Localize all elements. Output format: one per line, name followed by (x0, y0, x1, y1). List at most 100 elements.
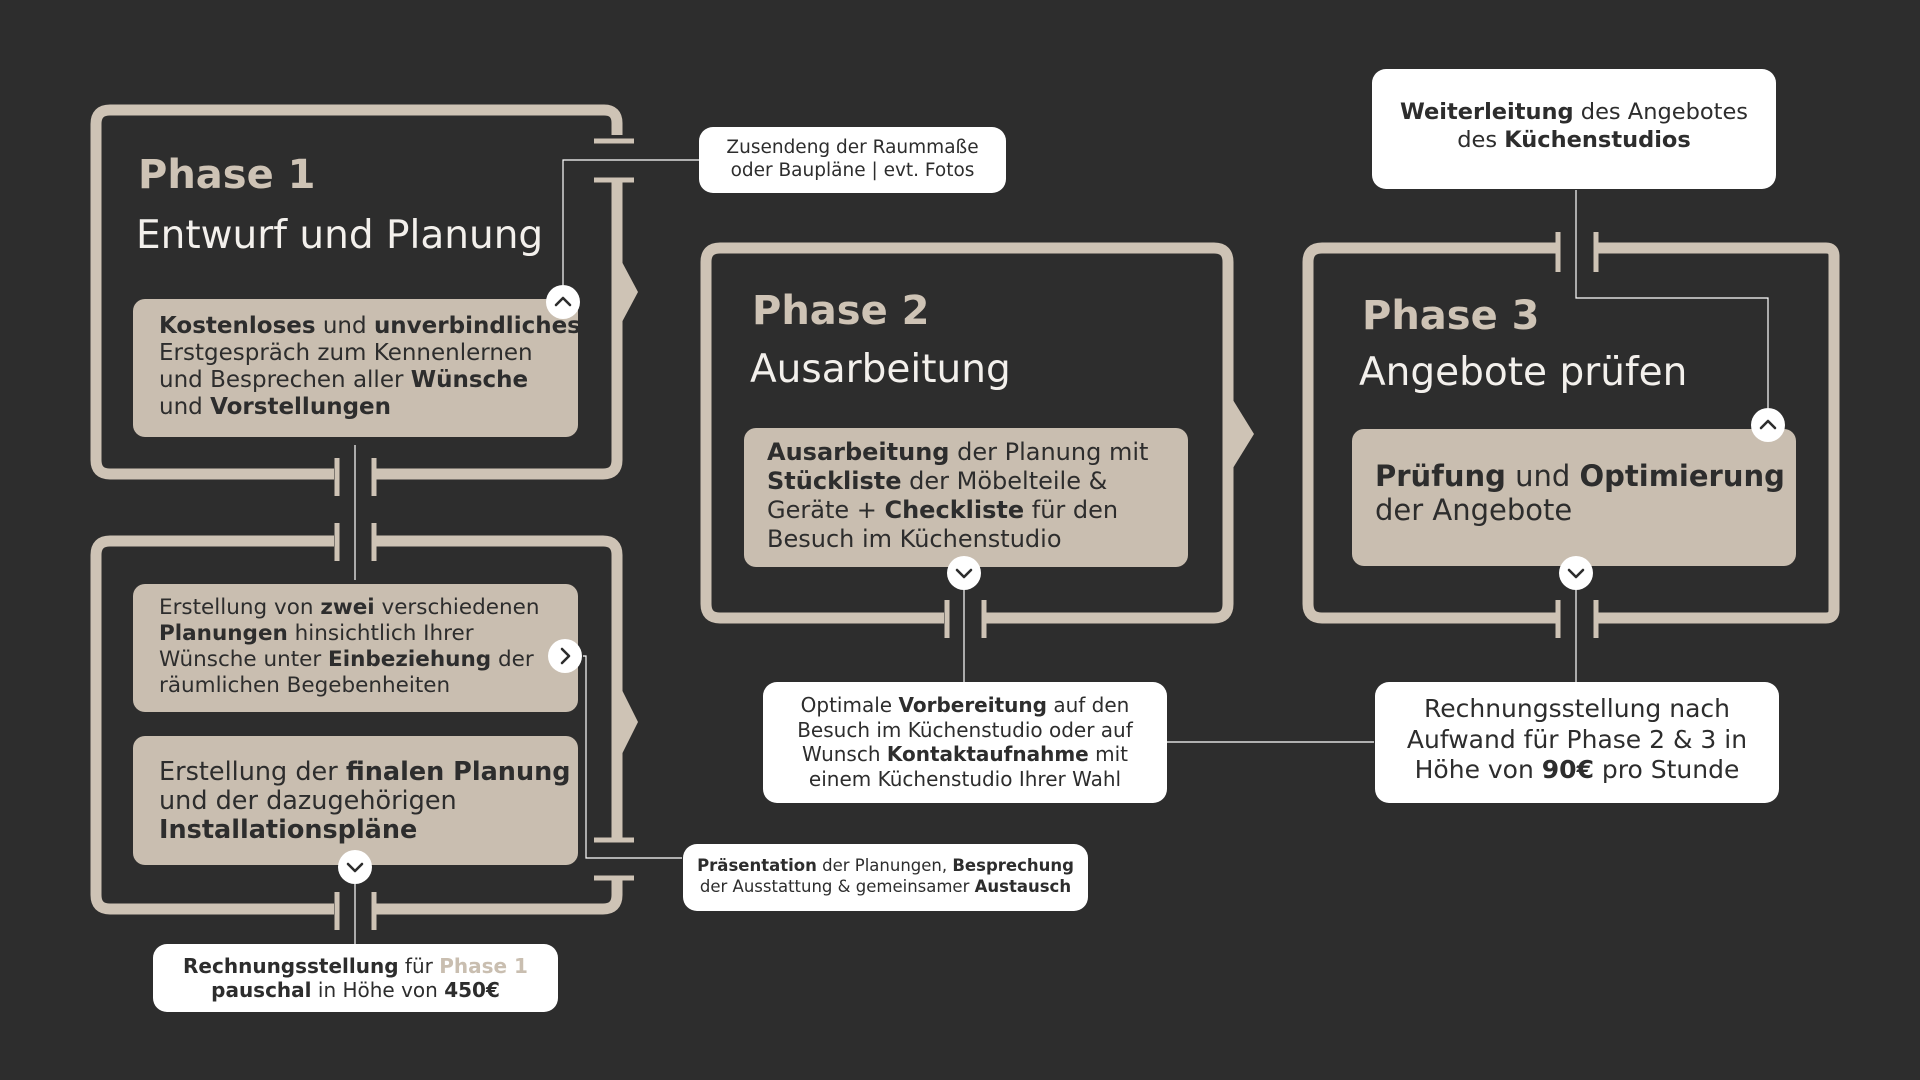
text-segment: verschiedenen (374, 595, 540, 620)
text-line: und der dazugehörigen (159, 787, 578, 816)
phase1-chevron-right[interactable] (548, 639, 582, 673)
text-segment: Wunsch (802, 742, 887, 766)
text-segment: Optimale (800, 693, 899, 717)
text-segment: der Ausstattung & gemeinsamer (699, 876, 975, 896)
text-line: Optimale Vorbereitung auf den (763, 693, 1167, 718)
bold-text: Austausch (974, 876, 1072, 896)
bold-text: 90€ (1541, 755, 1594, 784)
text-segment: für (398, 954, 440, 978)
bold-text: 450€ (444, 978, 500, 1002)
text-segment: und Besprechen aller (159, 367, 411, 393)
text-line: Rechnungsstellung nach (1375, 694, 1779, 725)
text-segment: Erstgespräch zum Kennenlernen (159, 340, 533, 366)
text-segment: räumlichen Begebenheiten (159, 673, 451, 698)
bold-text: Kontaktaufnahme (886, 742, 1089, 766)
text-segment: der (491, 647, 534, 672)
bold-text: Vorstellungen (210, 394, 392, 420)
text-line: Planungen hinsichtlich Ihrer (159, 621, 578, 647)
joint-marks (334, 138, 1599, 930)
text-line: räumlichen Begebenheiten (159, 673, 578, 699)
text-line: oder Baupläne | evt. Fotos (699, 159, 1006, 182)
bold-text: Weiterleitung (1399, 99, 1574, 125)
text-line: Ausarbeitung der Planung mit (767, 438, 1188, 467)
phase1-top-arrow (622, 262, 638, 322)
chevron-right-icon (560, 647, 571, 665)
connector-presentation (583, 655, 682, 859)
text-line: Installationspläne (159, 816, 578, 845)
text-line: der Ausstattung & gemeinsamer Austausch (683, 877, 1088, 898)
text-line: Prüfung und Optimierung (1375, 459, 1796, 493)
text-segment: der Möbelteile & (901, 467, 1108, 495)
chevron-down-icon (1567, 568, 1585, 579)
chevron-up-icon (1759, 419, 1777, 430)
phase3-frame (1302, 242, 1556, 624)
text-line: Wünsche unter Einbeziehung der (159, 647, 578, 673)
text-line: einem Küchenstudio Ihrer Wahl (763, 767, 1167, 792)
text-segment: Höhe von (1414, 755, 1542, 784)
text-segment: Besuch im Küchenstudio (767, 525, 1062, 553)
text-segment: Zusendeng der Raummaße (726, 137, 979, 158)
phase1-bottom-frame-br (374, 878, 623, 915)
text-line: Kostenloses und unverbindliches (159, 313, 581, 340)
text-segment: der Planungen, (816, 856, 953, 875)
bold-text: Rechnungsstellung (183, 954, 399, 978)
text-segment: auf den (1046, 693, 1130, 717)
bold-text: Installationspläne (159, 815, 418, 845)
bold-text: Planungen (159, 621, 288, 646)
bold-text: Besprechung (952, 856, 1074, 875)
bold-text: Optimierung (1579, 459, 1785, 493)
text-segment: hinsichtlich Ihrer (287, 621, 474, 646)
phase2-arrow (1233, 400, 1254, 468)
bold-text: Stückliste (767, 467, 902, 495)
text-segment: für den (1024, 496, 1119, 524)
bold-text: Präsentation (697, 856, 817, 875)
text-line: Geräte + Checkliste für den (767, 496, 1188, 525)
text-line: der Angebote (1375, 493, 1796, 527)
text-segment: Rechnungsstellung nach (1423, 694, 1730, 723)
text-segment: und (159, 394, 211, 420)
phase3-chevron-up[interactable] (1751, 408, 1785, 442)
text-segment: einem Küchenstudio Ihrer Wahl (808, 766, 1122, 791)
bold-text: Einbeziehung (328, 647, 492, 672)
text-line: Präsentation der Planungen, Besprechung (683, 856, 1088, 877)
text-line: Erstellung der finalen Planung (159, 758, 578, 787)
text-line: und Besprechen aller Wünsche (159, 367, 578, 394)
phase1-title: Phase 1 (138, 152, 316, 198)
phase1-chevron-down[interactable] (338, 850, 372, 884)
phase2-chevron-down[interactable] (947, 556, 981, 590)
text-line: Aufwand für Phase 2 & 3 in (1375, 725, 1779, 756)
phase3-chevron-down[interactable] (1559, 556, 1593, 590)
bold-text: Küchenstudios (1504, 127, 1691, 153)
text-line: Rechnungsstellung für Phase 1 (153, 954, 558, 978)
text-line: und Vorstellungen (159, 394, 578, 421)
bold-text: Wünsche (410, 367, 529, 393)
text-line: Besuch im Küchenstudio (767, 525, 1188, 554)
text-segment: Erstellung von (159, 595, 321, 620)
text-segment: Erstellung der (159, 757, 346, 787)
chevron-down-icon (346, 862, 364, 873)
text-line: Stückliste der Möbelteile & (767, 467, 1188, 496)
text-segment: Geräte + (767, 496, 885, 524)
phase2-title: Phase 2 (752, 288, 930, 334)
phase1-chevron-up[interactable] (546, 285, 580, 319)
bold-text: Prüfung (1375, 459, 1506, 493)
text-segment: Aufwand für Phase 2 & 3 in (1406, 724, 1748, 754)
text-line: Höhe von 90€ pro Stunde (1375, 755, 1779, 786)
